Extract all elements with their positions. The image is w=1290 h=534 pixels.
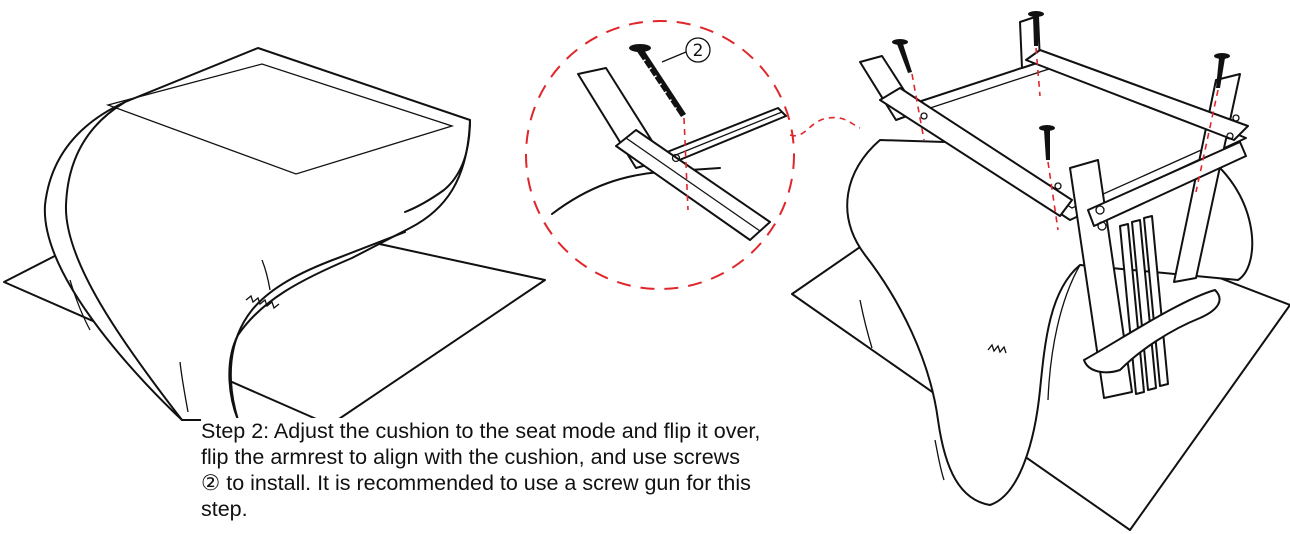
cushion-inner-edge — [229, 231, 406, 421]
screw-icon — [1039, 125, 1055, 160]
cushion-crease-2 — [179, 361, 189, 413]
cushion-stitch — [245, 294, 280, 310]
flipped-cushion-inner — [1047, 264, 1081, 401]
armrest-base — [1083, 289, 1221, 374]
screw-icon — [1214, 53, 1230, 88]
armrest-rail-left — [879, 87, 1073, 217]
post-hole-2 — [1097, 221, 1107, 231]
callout-part-label: 2 — [693, 41, 704, 61]
detail-screw-icon — [629, 44, 686, 117]
guide-line-1 — [911, 73, 925, 141]
armrest-rail-back — [1025, 49, 1249, 141]
step-instruction: Step 2: Adjust the cushion to the seat m… — [201, 418, 761, 522]
guide-line-2 — [1035, 47, 1041, 97]
flipped-crease-2 — [859, 299, 873, 349]
guide-line-4 — [1047, 161, 1059, 231]
screw-icon — [1028, 11, 1044, 46]
post-hole-4 — [1226, 132, 1234, 140]
screw-icon — [892, 39, 912, 73]
cushion-top-panel — [105, 63, 455, 175]
cushion-crease-3 — [261, 259, 271, 291]
detail-guide-line — [683, 117, 689, 211]
armrest-post-front-left — [1069, 159, 1133, 399]
cushion-crease — [69, 279, 91, 331]
flipped-assembly — [791, 11, 1290, 531]
cushion-seat-mode — [3, 47, 546, 426]
flipped-stitch — [987, 343, 1007, 354]
detail-zoom: 2 — [525, 20, 861, 290]
detail-connector — [789, 116, 861, 137]
detail-crossbar-edge — [625, 137, 761, 232]
cushion-back-edge — [404, 119, 471, 213]
post-hole-3 — [1232, 114, 1240, 122]
callout-circle — [685, 37, 711, 63]
flipped-crease — [934, 439, 945, 481]
post-hole-1 — [1095, 205, 1105, 215]
frame-hole-2 — [1054, 182, 1062, 190]
frame-hole-1 — [920, 112, 928, 120]
cushion-front-edge — [64, 101, 183, 421]
detail-screw-hole — [671, 153, 681, 163]
callout-leader — [661, 51, 687, 63]
zoom-circle — [525, 20, 795, 290]
armrest-rail-front — [1087, 141, 1247, 227]
